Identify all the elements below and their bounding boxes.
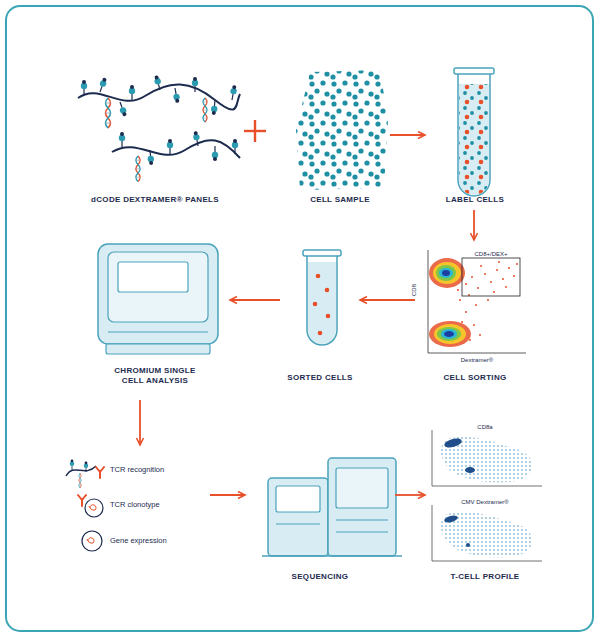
sequencer — [262, 458, 402, 556]
step-label: T-CELL PROFILE — [425, 572, 545, 582]
output-label: Gene expression — [110, 536, 210, 546]
step-node: SORTED CELLS — [280, 240, 360, 388]
plot-label: Dextramer® — [442, 356, 512, 364]
step-label: dCODE DEXTRAMER® PANELS — [65, 195, 245, 205]
step-label: LABEL CELLS — [425, 195, 525, 205]
sorted-tube — [303, 250, 341, 345]
plot-label: CD8 — [410, 278, 418, 302]
step-node: SEQUENCING — [245, 440, 395, 585]
step-node: TCR recognitionTCR clonotypeGene express… — [60, 445, 210, 560]
flow-arrow — [210, 494, 245, 496]
step-label: SEQUENCING — [245, 572, 395, 582]
step-label: SORTED CELLS — [280, 373, 360, 383]
plot-label: CD8a — [460, 423, 510, 431]
plot-label: CD8+/DEX+ — [461, 250, 521, 258]
plus-sign — [244, 120, 266, 142]
step-node: CHROMIUM SINGLE CELL ANALYSIS — [80, 240, 230, 400]
flow-arrow — [473, 210, 475, 240]
output-label: TCR clonotype — [110, 500, 210, 510]
flow-arrow — [360, 299, 415, 301]
cell-sample-dots — [296, 70, 388, 190]
step-label: CELL SAMPLE — [290, 195, 390, 205]
flow-arrow — [139, 400, 141, 445]
step-label: CHROMIUM SINGLE CELL ANALYSIS — [110, 366, 200, 386]
step-node: dCODE DEXTRAMER® PANELS — [65, 60, 245, 210]
dextramer-illustration — [78, 75, 240, 182]
umap-plots — [432, 430, 542, 561]
label-tube — [454, 68, 494, 196]
step-node: CELL SAMPLE — [290, 60, 390, 210]
output-icons — [66, 460, 104, 552]
flow-arrow — [395, 494, 425, 496]
chromium-instrument — [98, 244, 218, 354]
flow-plot — [428, 250, 526, 353]
step-label: CELL SORTING — [415, 373, 535, 383]
outer-frame — [6, 6, 593, 631]
output-label: TCR recognition — [110, 465, 210, 475]
plot-label: CMV Dextramer® — [450, 498, 520, 506]
step-node: LABEL CELLS — [425, 60, 525, 210]
step-node: CELL SORTING — [415, 240, 535, 388]
flow-arrow — [230, 299, 280, 301]
flow-arrow — [390, 134, 425, 136]
